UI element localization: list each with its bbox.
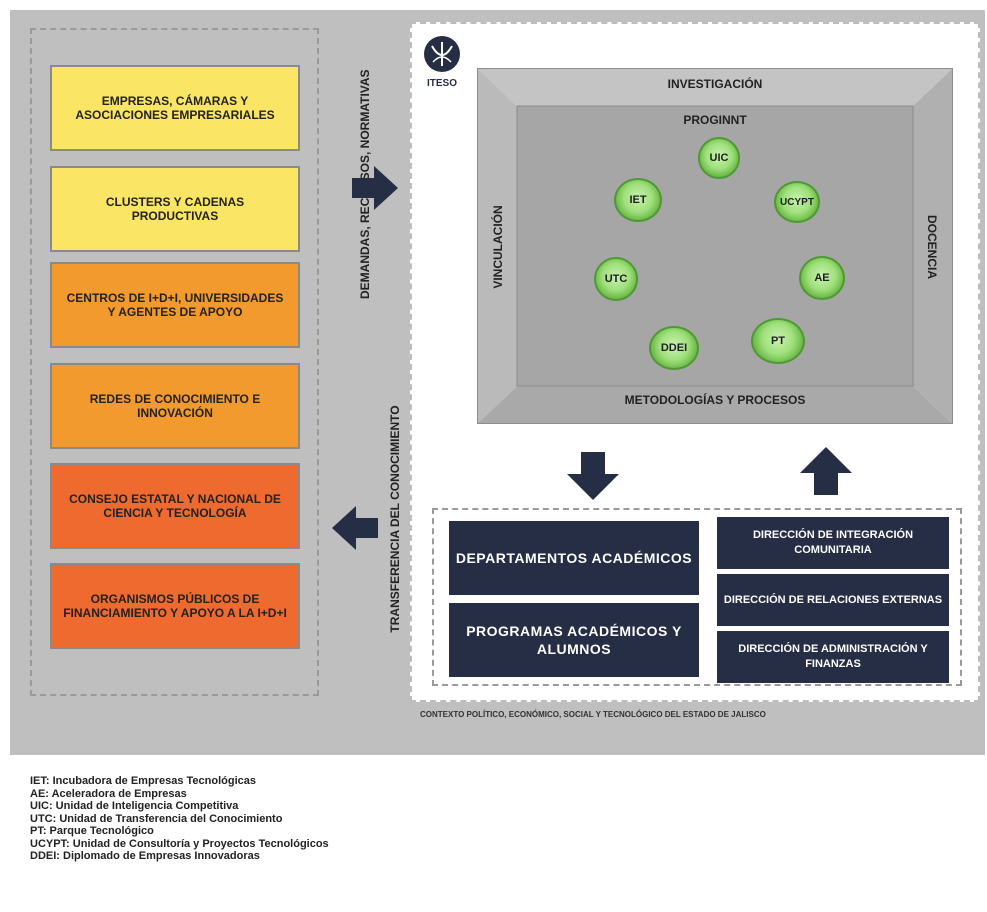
iteso-logo-text: ITESO [426,78,457,89]
legend: IET: Incubadora de Empresas Tecnológicas… [30,775,329,863]
stakeholders-panel [30,28,319,696]
unit-uic-label: UIC [709,152,729,164]
box-redes: REDES DE CONOCIMIENTO E INNOVACIÓN [50,363,300,449]
box-redes-label: REDES DE CONOCIMIENTO E INNOVACIÓN [89,392,261,420]
dir-administracion: DIRECCIÓN DE ADMINISTRACIÓN Y FINANZAS [717,631,949,683]
box-consejo-label: CONSEJO ESTATAL Y NACIONAL DE CIENCIA Y … [69,492,281,520]
dir-relaciones-label: DIRECCIÓN DE RELACIONES EXTERNAS [723,593,943,606]
dept-academicos: DEPARTAMENTOS ACADÉMICOS [449,521,699,595]
pillars-frame [477,68,953,424]
box-clusters: CLUSTERS Y CADENAS PRODUCTIVAS [50,166,300,252]
box-clusters-label: CLUSTERS Y CADENAS PRODUCTIVAS [105,195,245,223]
dept-programas: PROGRAMAS ACADÉMICOS Y ALUMNOS [449,603,699,677]
unit-iet-label: IET [629,194,647,206]
unit-pt: PT [751,318,805,364]
arrow-left-icon [332,506,378,550]
box-consejo: CONSEJO ESTATAL Y NACIONAL DE CIENCIA Y … [50,463,300,549]
legend-item: PT: Parque Tecnológico [30,825,154,837]
pillar-docencia: DOCENCIA [925,214,939,279]
arrow-down-icon [567,452,619,500]
unit-ddei-label: DDEI [660,342,688,354]
unit-utc: UTC [594,257,638,301]
unit-ae: AE [799,256,845,300]
arrow-right-icon [352,166,398,210]
legend-item: UTC: Unidad de Transferencia del Conocim… [30,812,283,825]
iteso-logo-icon [424,36,460,72]
legend-item: AE: Aceleradora de Empresas [30,787,187,800]
pillar-metodologias: METODOLOGÍAS Y PROCESOS [624,393,806,407]
box-organismos: ORGANISMOS PÚBLICOS DE FINANCIAMIENTO Y … [50,563,300,649]
box-centros-label: CENTROS DE I+D+I, UNIVERSIDADES Y AGENTE… [66,291,284,319]
dir-administracion-label: DIRECCIÓN DE ADMINISTRACIÓN Y FINANZAS [738,643,928,670]
unit-utc-label: UTC [604,273,628,285]
dir-integracion: DIRECCIÓN DE INTEGRACIÓN COMUNITARIA [717,517,949,569]
box-empresas-label: EMPRESAS, CÁMARAS Y ASOCIACIONES EMPRESA… [75,94,275,122]
pillar-investigacion: INVESTIGACIÓN [667,77,763,91]
box-empresas: EMPRESAS, CÁMARAS Y ASOCIACIONES EMPRESA… [50,65,300,151]
legend-item: IET: Incubadora de Empresas Tecnológicas [30,775,256,787]
flow-transferencia-label: TRANSFERENCIA DEL CONOCIMIENTO [388,405,402,633]
dir-relaciones: DIRECCIÓN DE RELACIONES EXTERNAS [717,574,949,626]
dept-academicos-label: DEPARTAMENTOS ACADÉMICOS [455,550,693,566]
unit-pt-label: PT [770,335,786,347]
dept-programas-label: PROGRAMAS ACADÉMICOS Y ALUMNOS [466,623,682,657]
pillar-vinculacion: VINCULACIÓN [491,205,505,289]
unit-iet: IET [614,178,662,222]
box-centros: CENTROS DE I+D+I, UNIVERSIDADES Y AGENTE… [50,262,300,348]
legend-item: UCYPT: Unidad de Consultoría y Proyectos… [30,837,329,850]
arrow-up-icon [800,447,852,495]
departments-panel [432,508,962,686]
unit-ucypt: UCYPT [774,181,820,223]
unit-ucypt-label: UCYPT [780,196,814,208]
unit-ddei: DDEI [649,326,699,370]
legend-item: UIC: Unidad de Inteligencia Competitiva [30,800,239,812]
box-organismos-label: ORGANISMOS PÚBLICOS DE FINANCIAMIENTO Y … [63,592,287,620]
dir-integracion-label: DIRECCIÓN DE INTEGRACIÓN COMUNITARIA [752,529,914,556]
context-caption: CONTEXTO POLÍTICO, ECONÓMICO, SOCIAL Y T… [420,710,766,719]
unit-uic: UIC [698,137,740,179]
legend-item: DDEI: Diplomado de Empresas Innovadoras [30,850,260,862]
proginnt-title: PROGINNT [683,113,747,127]
unit-ae-label: AE [814,272,830,284]
